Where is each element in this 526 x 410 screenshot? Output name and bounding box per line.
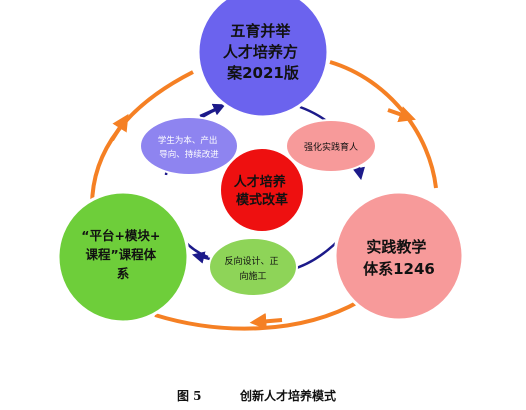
node-practice-system-circle [333,190,465,322]
node-course-system-line-1: “平台+模块+ [81,228,160,243]
node-practice-education: 强化实践育人 [285,119,377,173]
node-practice-education-ellipse [285,119,377,173]
node-practice-system-line-1: 实践教学 [366,238,426,256]
node-student-centered: 学生为本、产出 导向、持续改进 [139,116,239,176]
node-course-system-line-2: 课程”课程体 [85,247,156,262]
node-reverse-design: 反向设计、正 向施工 [208,237,298,297]
node-reverse-design-line-2: 向施工 [239,270,266,282]
node-student-centered-ellipse [139,116,239,176]
outer-arrow-top-right [387,106,416,123]
node-talent-plan-line-2: 人才培养方 [223,43,298,61]
node-model-reform: 人才培养 模式改革 [219,147,305,233]
node-practice-system-line-2: 体系1246 [363,260,435,278]
node-student-centered-line-2: 导向、持续改进 [159,149,219,160]
figure-caption-title: 创新人才培养模式 [239,388,336,403]
node-model-reform-label: 人才培养 模式改革 [234,174,291,208]
node-course-system-circle [56,190,190,324]
node-course-system: “平台+模块+ 课程”课程体 系 [56,190,190,324]
outer-arc-bottom [154,299,361,331]
node-reverse-design-label: 反向设计、正 向施工 [225,255,282,282]
node-talent-plan-label: 五育并举 人才培养方 案2021版 [223,22,303,82]
node-practice-system: 实践教学 体系1246 [333,190,465,322]
figure-caption: 图 5 创新人才培养模式 [177,388,336,403]
node-talent-plan-line-3: 案2021版 [226,64,299,82]
figure-caption-number: 图 5 [177,389,202,403]
outer-arrow-left [110,113,129,142]
node-model-reform-line-2: 模式改革 [236,192,288,208]
node-talent-plan: 五育并举 人才培养方 案2021版 [196,0,330,119]
node-course-system-line-3: 系 [117,266,130,281]
node-student-centered-label: 学生为本、产出 导向、持续改进 [158,135,220,160]
node-talent-plan-circle [196,0,330,119]
outer-arrow-bottom [249,312,283,330]
outer-cycle [90,60,438,331]
node-model-reform-circle [219,147,305,233]
node-talent-plan-line-1: 五育并举 [230,22,291,40]
node-practice-system-label: 实践教学 体系1246 [363,238,435,278]
inner-arrow-left [199,103,226,118]
node-reverse-design-ellipse [208,237,298,297]
node-student-centered-line-1: 学生为本、产出 [158,135,218,146]
node-reverse-design-line-1: 反向设计、正 [225,255,279,267]
node-practice-education-label: 强化实践育人 [304,141,358,153]
node-course-system-label: “平台+模块+ 课程”课程体 系 [81,228,165,281]
node-model-reform-line-1: 人才培养 [234,174,287,190]
